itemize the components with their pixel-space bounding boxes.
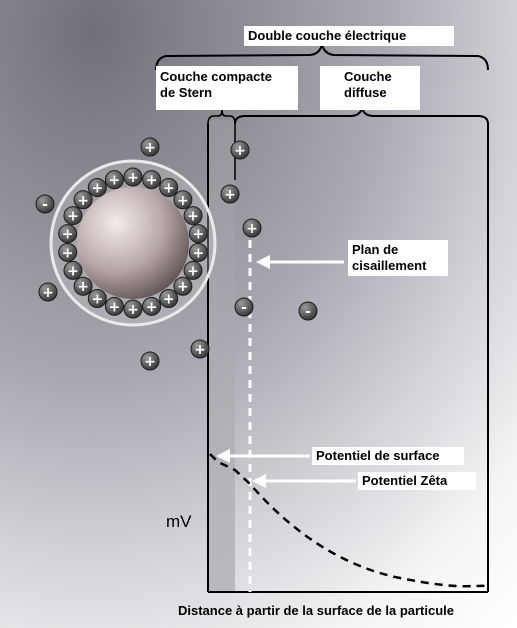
ion-charge-label: - <box>42 197 48 213</box>
positive-ion-icon: + <box>74 277 92 295</box>
positive-ion-icon: + <box>184 261 202 279</box>
particle <box>77 187 189 299</box>
ion-charge-label: + <box>62 227 74 243</box>
positive-ion-icon: + <box>174 191 192 209</box>
stern-layer-label: Couche compacte de Stern <box>156 66 298 110</box>
ion-charge-label: + <box>246 221 258 237</box>
ion-charge-label: - <box>241 300 247 316</box>
positive-ion-icon: + <box>39 283 57 301</box>
ion-charge-label: + <box>187 209 199 225</box>
positive-ion-icon: + <box>221 185 239 203</box>
positive-ion-icon: + <box>141 352 159 370</box>
ion-charge-label: + <box>194 342 206 358</box>
ion-charge-label: + <box>67 263 79 279</box>
ion-charge-label: + <box>163 292 175 308</box>
positive-ion-icon: + <box>231 141 249 159</box>
positive-ion-icon: + <box>143 297 161 315</box>
ion-charge-label: + <box>192 245 204 261</box>
positive-ion-icon: + <box>88 178 106 196</box>
ion-charge-label: + <box>177 279 189 295</box>
negative-ion-icon: - <box>235 298 253 316</box>
ion-charge-label: + <box>224 187 236 203</box>
y-axis-label: mV <box>166 512 192 532</box>
positive-ion-icon: + <box>59 225 77 243</box>
ion-charge-label: + <box>146 173 158 189</box>
positive-ion-icon: + <box>124 300 142 318</box>
ion-charge-label: + <box>42 285 54 301</box>
positive-ion-icon: + <box>59 243 77 261</box>
negative-ion-icon: - <box>299 302 317 320</box>
surface-potential-label: Potentiel de surface <box>312 447 464 465</box>
positive-ion-icon: + <box>189 225 207 243</box>
positive-ion-icon: + <box>174 277 192 295</box>
zeta-potential-label: Potentiel Zêta <box>358 472 476 490</box>
positive-ion-icon: + <box>124 168 142 186</box>
ion-charge-label: + <box>127 302 139 318</box>
positive-ion-icon: + <box>105 171 123 189</box>
ion-charge-label: + <box>146 299 158 315</box>
ion-charge-label: + <box>67 209 79 225</box>
ion-charge-label: + <box>109 173 121 189</box>
positive-ion-icon: + <box>160 290 178 308</box>
positive-ion-icon: + <box>64 207 82 225</box>
ion-charge-label: + <box>177 193 189 209</box>
ion-charge-label: + <box>77 279 89 295</box>
ion-charge-label: + <box>187 263 199 279</box>
ion-charge-label: + <box>91 180 103 196</box>
diffuse-layer-label: Couche diffuse <box>320 66 420 110</box>
positive-ion-icon: + <box>160 178 178 196</box>
positive-ion-icon: + <box>88 290 106 308</box>
positive-ion-icon: + <box>191 340 209 358</box>
positive-ion-icon: + <box>105 297 123 315</box>
ion-charge-label: + <box>234 143 246 159</box>
positive-ion-icon: + <box>74 191 92 209</box>
positive-ion-icon: + <box>189 243 207 261</box>
shear-plane-label: Plan de cisaillement <box>348 240 448 276</box>
ion-charge-label: + <box>62 245 74 261</box>
ion-charge-label: + <box>127 170 139 186</box>
ion-charge-label: + <box>109 299 121 315</box>
ion-charge-label: + <box>91 292 103 308</box>
double-layer-label: Double couche électrique <box>244 26 454 46</box>
ion-charge-label: + <box>192 227 204 243</box>
ion-charge-label: + <box>144 140 156 156</box>
ion-charge-label: + <box>144 354 156 370</box>
ion-charge-label: + <box>163 180 175 196</box>
positive-ion-icon: + <box>243 219 261 237</box>
negative-ion-icon: - <box>36 195 54 213</box>
positive-ion-icon: + <box>143 171 161 189</box>
ion-charge-label: - <box>305 304 311 320</box>
ion-charge-label: + <box>77 193 89 209</box>
positive-ion-icon: + <box>184 207 202 225</box>
positive-ion-icon: + <box>64 261 82 279</box>
positive-ion-icon: + <box>141 138 159 156</box>
x-axis-label: Distance à partir de la surface de la pa… <box>178 603 454 619</box>
